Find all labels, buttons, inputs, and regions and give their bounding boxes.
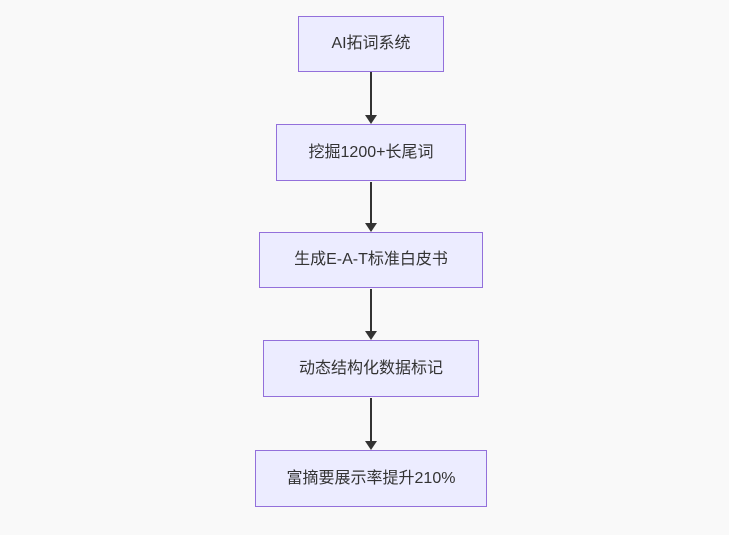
flow-node-structured-data-markup: 动态结构化数据标记 <box>263 340 479 397</box>
flow-node-label: AI拓词系统 <box>331 35 411 52</box>
flow-arrow-down-icon <box>370 289 372 331</box>
flow-node-label: 富摘要展示率提升210% <box>286 469 456 487</box>
flow-node-label: 挖掘1200+长尾词 <box>308 143 434 161</box>
flow-node-ai-topic-system: AI拓词系统 <box>298 16 444 72</box>
flow-arrow-down-icon <box>370 398 372 441</box>
flow-node-label: 动态结构化数据标记 <box>298 359 443 377</box>
flow-arrow-down-icon <box>370 182 372 223</box>
flow-arrow-down-icon <box>370 72 372 115</box>
flow-node-eat-whitepaper: 生成E-A-T标准白皮书 <box>259 232 483 288</box>
flow-node-rich-snippet-result: 富摘要展示率提升210% <box>255 450 487 507</box>
flow-node-label: 生成E-A-T标准白皮书 <box>294 251 448 268</box>
flow-node-longtail-mining: 挖掘1200+长尾词 <box>276 124 466 181</box>
